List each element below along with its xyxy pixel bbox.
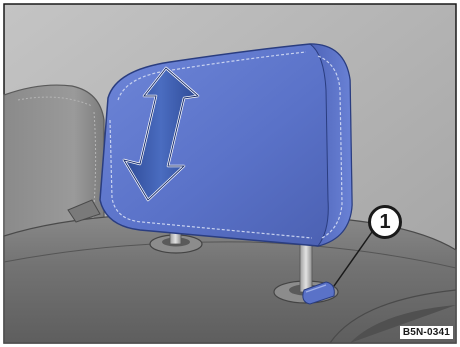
image-code: B5N-0341 <box>400 326 453 339</box>
callout-number: 1 <box>368 205 402 239</box>
headrest <box>100 44 352 246</box>
